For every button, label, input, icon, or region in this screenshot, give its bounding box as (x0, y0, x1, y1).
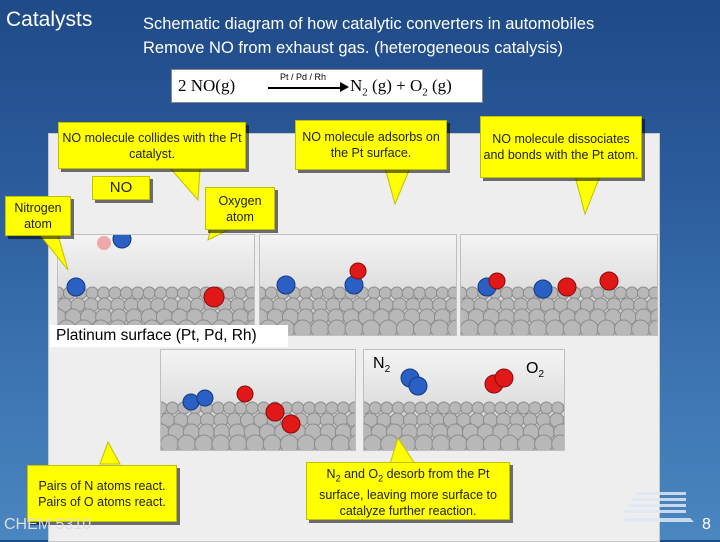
callout-collides: NO molecule collides with the Pt catalys… (58, 122, 246, 169)
callout-nitrogen-atom: Nitrogen atom (5, 196, 71, 236)
page-number: 8 (702, 516, 711, 534)
pairs-o-text: Pairs of O atoms react. (38, 494, 166, 510)
course-footer: CHEM 5310 (4, 516, 91, 534)
university-logo (620, 488, 700, 524)
callout-tail (40, 235, 68, 270)
pairs-n-text: Pairs of N atoms react. (38, 478, 165, 494)
callout-tail (100, 442, 120, 464)
callout-tail (575, 176, 600, 214)
callout-tail (390, 438, 415, 464)
callout-no-label: NO (92, 176, 150, 200)
callout-desorb: N2 and O2 desorb from the Pt surface, le… (306, 462, 510, 520)
callout-pairs-react: Pairs of N atoms react. Pairs of O atoms… (27, 465, 177, 522)
callout-dissociates: NO molecule dissociates and bonds with t… (480, 116, 642, 178)
callout-tail (385, 168, 410, 204)
callout-tail (170, 168, 200, 200)
callout-adsorbs: NO molecule adsorbs on the Pt surface. (295, 120, 447, 170)
callout-oxygen-atom: Oxygen atom (205, 187, 275, 230)
